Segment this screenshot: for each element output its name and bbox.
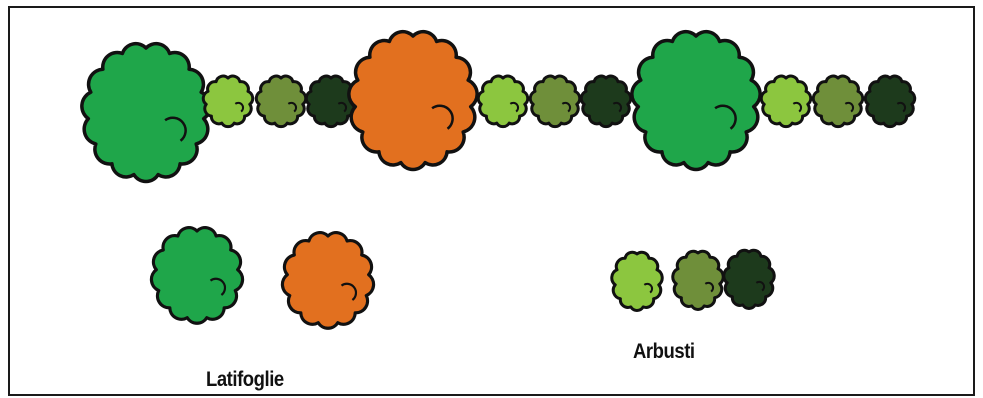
row-latifoglia-9 [632, 32, 760, 170]
row-arbusto-3-shape [256, 76, 305, 127]
row-arbusto-3 [256, 76, 305, 127]
row-arbusto-6-shape [478, 76, 527, 127]
row-latifoglia-5 [349, 32, 477, 170]
row-arbusto-8 [581, 76, 630, 127]
row-arbusto-12-shape [865, 76, 914, 127]
row-arbusto-7 [530, 76, 579, 127]
arbusti-label: Arbusti [633, 340, 695, 364]
legend-arbusto-2-shape [673, 251, 723, 309]
legend-arbusto-1-shape [612, 252, 662, 310]
row-latifoglia-1-shape [82, 44, 210, 182]
row-arbusto-2-shape [203, 76, 252, 127]
latifoglie-label: Latifoglie [206, 368, 284, 392]
legend-arbusto-2 [673, 251, 723, 309]
row-latifoglia-1 [82, 44, 210, 182]
row-arbusto-10 [761, 76, 810, 127]
legend-arbusto-3-shape [724, 250, 774, 308]
row-arbusto-4 [306, 76, 355, 127]
legend-latifoglia-1 [151, 228, 242, 324]
row-arbusto-10-shape [761, 76, 810, 127]
row-arbusto-2 [203, 76, 252, 127]
row-arbusto-4-shape [306, 76, 355, 127]
legend-arbusto-1 [612, 252, 662, 310]
row-arbusto-8-shape [581, 76, 630, 127]
row-latifoglia-5-shape [349, 32, 477, 170]
row-latifoglia-9-shape [632, 32, 760, 170]
row-arbusto-11-shape [813, 76, 862, 127]
row-arbusto-11 [813, 76, 862, 127]
legend-latifoglia-2-shape [282, 233, 373, 329]
legend-latifoglia-2 [282, 233, 373, 329]
legend-arbusto-3 [724, 250, 774, 308]
row-arbusto-12 [865, 76, 914, 127]
row-arbusto-6 [478, 76, 527, 127]
legend-latifoglia-1-shape [151, 228, 242, 324]
row-arbusto-7-shape [530, 76, 579, 127]
